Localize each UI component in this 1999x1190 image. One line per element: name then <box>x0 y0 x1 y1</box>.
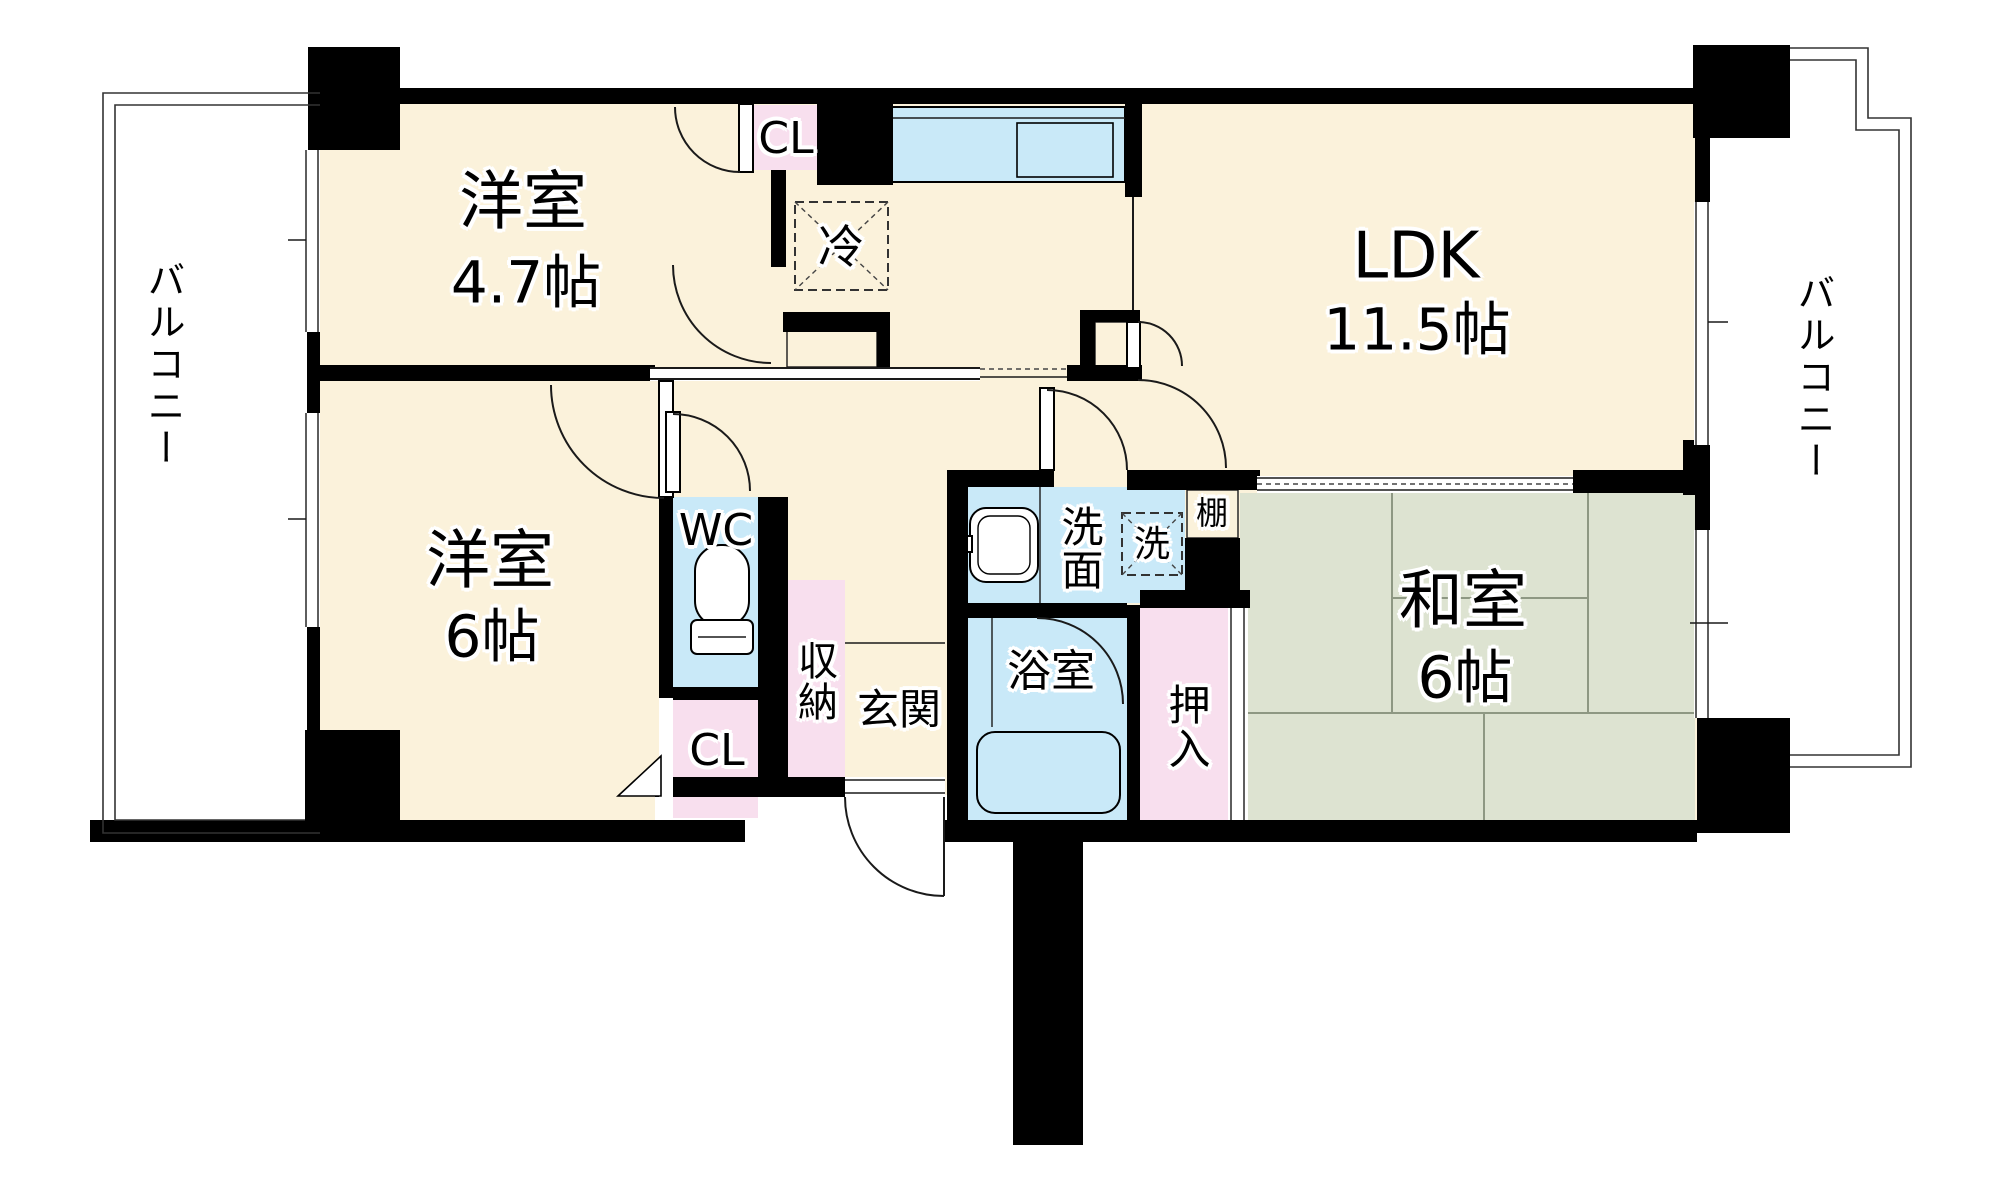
room-label-western47-size: 4.7帖 <box>450 248 602 317</box>
room-label-ldk-name: LDK <box>1352 219 1480 294</box>
walls <box>90 45 1790 1145</box>
room-label-western6-name: 洋室 <box>426 524 554 599</box>
tatami-grid <box>1240 493 1695 820</box>
closet-top-label: CL <box>758 112 814 164</box>
shelf-label: 棚 <box>1195 494 1229 533</box>
washroom-label: 洗面 <box>1055 505 1105 591</box>
room-label-japanese6-name: 和室 <box>1399 564 1527 639</box>
bathroom-label: 浴室 <box>1007 645 1095 697</box>
toilet-label: WC <box>678 504 754 556</box>
oshiire-label: 押入 <box>1162 683 1212 771</box>
washing-machine-icon <box>1121 512 1183 576</box>
room-label-ldk-size: 11.5帖 <box>1323 295 1511 364</box>
room-label-japanese6-size: 6帖 <box>1417 643 1513 712</box>
balcony-left-outline <box>102 92 320 834</box>
sliding-doors <box>650 367 1573 820</box>
kitchen-sink-icon <box>1016 122 1114 178</box>
room-label-western6-size: 6帖 <box>444 602 540 671</box>
bathroom-sink-icon <box>961 507 1039 583</box>
washer-label: 洗 <box>1133 524 1171 566</box>
divider-lines <box>845 197 1134 727</box>
windows <box>288 150 1728 718</box>
folding-door-icon <box>615 754 662 797</box>
balcony-left-label: バルコニー <box>140 260 185 470</box>
hinged-doors <box>550 103 1227 897</box>
refrigerator-icon <box>794 201 889 291</box>
room-label-western47-name: 洋室 <box>459 165 587 240</box>
balcony-right-label: バルコニー <box>1790 273 1835 483</box>
bathtub-icon <box>976 731 1121 814</box>
entrance-label: 玄関 <box>856 684 942 734</box>
kitchen-counter <box>889 106 1126 183</box>
balcony-right-outline <box>1790 47 1912 768</box>
storage-label: 収納 <box>791 640 837 722</box>
toilet-icon <box>690 544 754 655</box>
refrigerator-label: 冷 <box>818 219 864 274</box>
closet-bottom-label: CL <box>689 724 745 776</box>
